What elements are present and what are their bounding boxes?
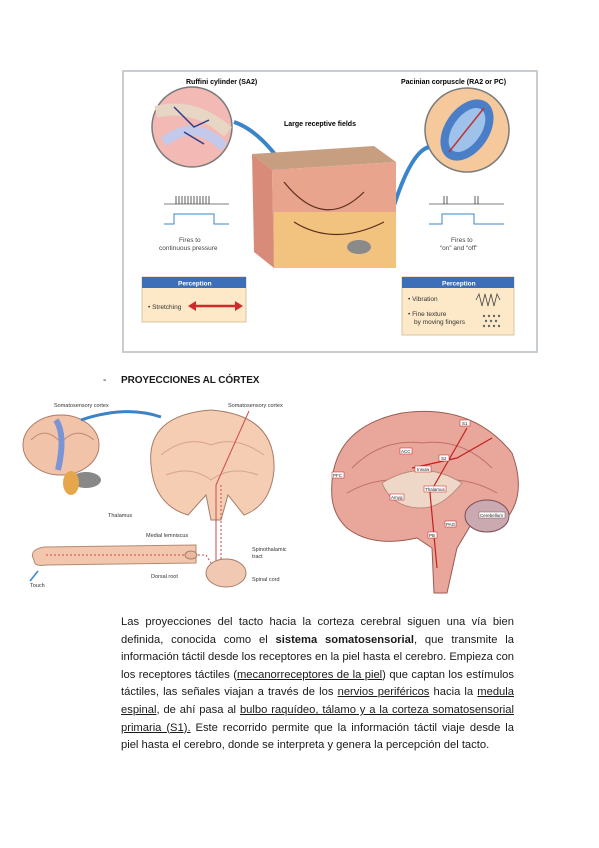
para-text-4: hacia la xyxy=(429,686,478,699)
label-pfc: PFC xyxy=(333,473,343,478)
spinal-cord-label: Spinal cord xyxy=(252,577,280,583)
para-bold-term: sistema somatosensorial xyxy=(275,633,414,646)
dorsal-root-ganglion xyxy=(184,550,198,560)
right-perception-box: Perception • Vibration • Fine texture by… xyxy=(401,276,515,336)
label-pb: PB xyxy=(429,533,435,538)
receptor-figure: Ruffini cylinder (SA2) Pacinian corpuscl… xyxy=(122,70,538,353)
pathway-figure: Somatosensory cortex Somatosensory corte… xyxy=(16,395,316,600)
label-s1: S1 xyxy=(462,421,468,426)
left-perception-header: Perception xyxy=(178,281,212,288)
para-underline-pathway: bulbo raquídeo, tálamo y a la corteza so… xyxy=(121,703,514,734)
pathway-diagram: Somatosensory cortex Somatosensory corte… xyxy=(22,403,287,589)
pacinian-magnified-circle xyxy=(424,87,510,173)
para-underline-spinal: medula espinal xyxy=(121,686,514,716)
skin-block xyxy=(252,146,396,268)
right-perception-item-2a: • Fine texture xyxy=(408,311,447,318)
label-thalamus: Thalamus xyxy=(425,487,446,492)
para-text-2: , que transmite la información táctil de… xyxy=(121,633,515,681)
spinothalamic-label-2: tract xyxy=(252,554,263,560)
right-perception-item-2b: by moving fingers xyxy=(414,319,466,326)
left-perception-box: Perception • Stretching xyxy=(141,276,247,323)
para-text-3: ) que captan los estímulos táctiles, las… xyxy=(121,668,514,699)
small-brain xyxy=(22,414,101,495)
para-underline-nerves: nervios periféricos xyxy=(337,686,430,699)
spinothalamic-label-1: Spinothalamic xyxy=(252,547,287,553)
pacinian-title: Pacinian corpuscle (RA2 or PC) xyxy=(401,79,506,86)
brain-sagittal-diagram: S1 S2 PFC ACC Insula Thalamus Amyg PAG P… xyxy=(331,410,519,594)
label-amyg: Amyg xyxy=(391,495,403,500)
bullet-dash: - xyxy=(103,375,107,386)
para-text-6: Este recorrido permite que la informació… xyxy=(121,721,514,752)
ruffini-spike-train xyxy=(164,196,229,225)
receptive-fields-title: Large receptive fields xyxy=(284,121,356,128)
left-perception-item: • Stretching xyxy=(148,304,182,311)
ruffini-magnified-circle xyxy=(151,86,233,168)
ruffini-caption-1: Fires to xyxy=(179,237,201,244)
somato-right-label: Somatosensory cortex xyxy=(228,403,283,409)
touch-arrow xyxy=(29,570,39,582)
ruffini-caption-2: continuous pressure xyxy=(159,245,218,252)
label-acc: ACC xyxy=(401,449,411,454)
dorsal-root-label: Dorsal root xyxy=(151,574,178,580)
touch-label: Touch xyxy=(30,583,45,589)
label-cerebellum: Cerebellum xyxy=(480,513,503,518)
para-underline-mechanoreceptors: mecanorreceptores de la piel xyxy=(236,668,383,681)
thalamus-label: Thalamus xyxy=(108,513,132,519)
ruffini-title: Ruffini cylinder (SA2) xyxy=(186,79,257,86)
pacinian-spike-train xyxy=(429,196,504,225)
spinal-cord-section xyxy=(205,558,247,588)
section-heading: - PROYECCIONES AL CÓRTEX xyxy=(103,375,259,386)
section-title: PROYECCIONES AL CÓRTEX xyxy=(121,375,260,386)
receptor-diagram: Ruffini cylinder (SA2) Pacinian corpuscl… xyxy=(141,79,515,336)
para-text-5: , de ahí pasa al xyxy=(156,703,240,716)
body-paragraph: Las proyecciones del tacto hacia la cort… xyxy=(121,614,514,755)
lemniscus-line xyxy=(215,410,250,570)
medial-lemniscus-label: Medial lemniscus xyxy=(146,533,188,539)
label-pag: PAG xyxy=(446,522,456,527)
para-text-1: Las proyecciones del tacto hacia la cort… xyxy=(121,616,514,646)
right-perception-header: Perception xyxy=(442,281,476,288)
right-perception-item-1: • Vibration xyxy=(408,296,438,303)
coronal-section xyxy=(150,409,275,521)
pain-touch-pathway xyxy=(411,427,493,569)
brain-sagittal-figure: S1 S2 PFC ACC Insula Thalamus Amyg PAG P… xyxy=(322,398,532,598)
somato-left-label: Somatosensory cortex xyxy=(54,403,109,409)
label-insula: Insula xyxy=(417,467,430,472)
pathway-arrow xyxy=(80,410,162,422)
pacinian-caption-2: “on” and “off” xyxy=(440,245,477,252)
pacinian-caption-1: Fires to xyxy=(451,237,473,244)
label-s2: S2 xyxy=(441,456,447,461)
